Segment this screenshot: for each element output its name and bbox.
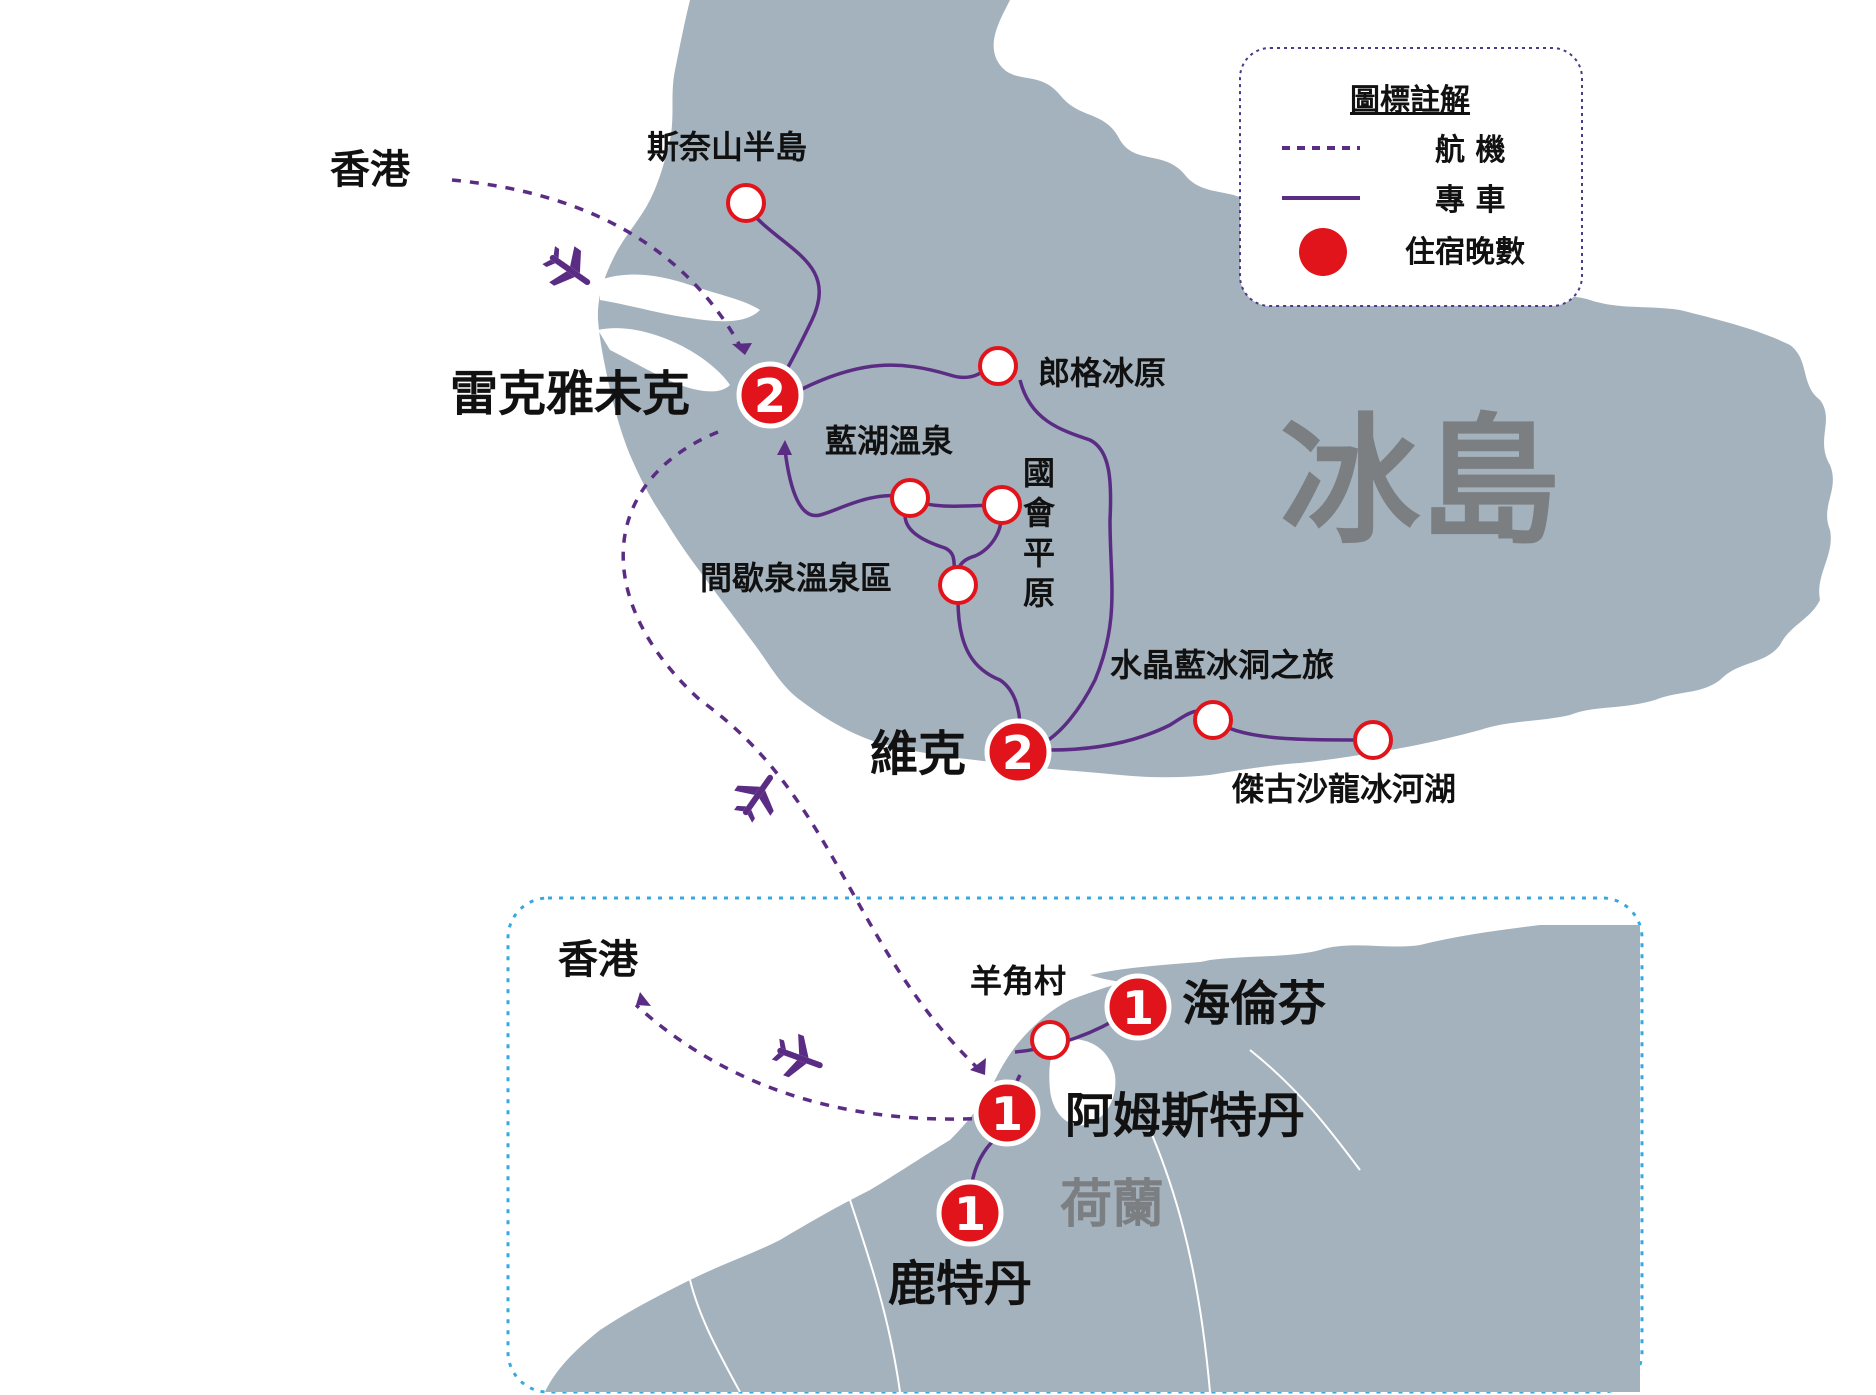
flight-route-amsterdam-hk xyxy=(634,1003,991,1121)
sight-marker xyxy=(978,346,1018,386)
sight-label: 水晶藍冰洞之旅 xyxy=(1110,646,1334,684)
flight-arrowheads xyxy=(636,343,986,1075)
airplane-icon xyxy=(542,246,591,286)
sight-label: 間歇泉溫泉區 xyxy=(700,559,892,597)
legend-label: 住宿晚數 xyxy=(1405,235,1525,270)
origin-label: 香港 xyxy=(330,147,411,193)
overnight-badge: 1 xyxy=(1104,973,1172,1041)
legend-title: 圖標註解 xyxy=(1350,83,1470,118)
sight-label: 藍湖溫泉 xyxy=(825,422,953,460)
iceland-bays xyxy=(560,328,730,472)
sight-label: 羊角村 xyxy=(970,962,1066,1000)
sight-marker xyxy=(982,485,1022,525)
overnight-badge: 2 xyxy=(984,718,1052,786)
flight-route-hk-reykjavik xyxy=(451,178,747,356)
legend-label: 航 機 xyxy=(1435,133,1505,168)
region-label-netherlands: 荷蘭 xyxy=(1060,1175,1164,1235)
sight-marker xyxy=(1030,1020,1070,1060)
city-label: 鹿特丹 xyxy=(888,1256,1032,1312)
sight-label-vertical: 國 會 平 原 xyxy=(1023,454,1056,612)
sight-label-char: 平 xyxy=(1023,534,1055,572)
sight-marker xyxy=(1353,720,1393,760)
region-label-iceland: 冰島 xyxy=(1280,401,1560,564)
overnight-badge: 2 xyxy=(736,361,804,429)
sight-label-char: 會 xyxy=(1023,494,1056,532)
airplane-icon xyxy=(771,1033,823,1078)
overnight-badge: 1 xyxy=(936,1179,1004,1247)
sight-label: 斯奈山半島 xyxy=(647,128,807,166)
legend-label: 專 車 xyxy=(1435,183,1505,218)
sight-marker xyxy=(890,478,930,518)
overnight-nights: 2 xyxy=(1002,726,1034,780)
sight-marker xyxy=(1193,700,1233,740)
city-label: 阿姆斯特丹 xyxy=(1065,1088,1305,1144)
airplane-icon xyxy=(734,774,774,823)
sight-label: 傑古沙龍冰河湖 xyxy=(1231,770,1456,808)
origin-label: 香港 xyxy=(558,937,639,983)
netherlands-inset xyxy=(506,896,1644,1394)
sight-marker xyxy=(726,183,766,223)
sight-label-char: 原 xyxy=(1023,574,1055,612)
city-label: 海倫芬 xyxy=(1182,976,1326,1032)
sight-label: 郎格冰原 xyxy=(1038,354,1166,392)
overnight-nights: 1 xyxy=(991,1087,1023,1141)
legend-red-dot-icon xyxy=(1299,228,1347,276)
flight-route-reykjavik-amsterdam xyxy=(621,430,987,1077)
overnight-nights: 2 xyxy=(754,369,786,423)
sight-markers xyxy=(726,183,1393,1060)
legend: 圖標註解 航 機 專 車 住宿晚數 xyxy=(1239,47,1583,307)
sight-label-char: 國 xyxy=(1023,454,1055,492)
sight-marker xyxy=(938,565,978,605)
overnight-nights: 1 xyxy=(1122,981,1154,1035)
overnight-badge: 1 xyxy=(973,1079,1041,1147)
flight-routes xyxy=(451,178,991,1121)
city-label: 雷克雅未克 xyxy=(450,366,690,422)
overnight-nights: 1 xyxy=(954,1187,986,1241)
city-label: 維克 xyxy=(870,726,966,782)
